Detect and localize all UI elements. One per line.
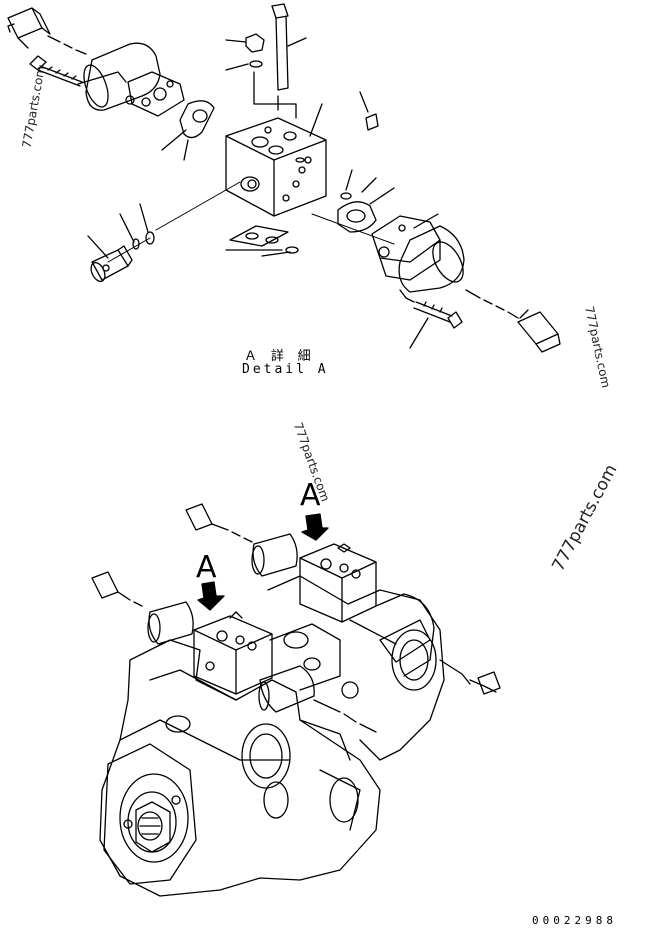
bolt-right [413,301,463,329]
shims-group [225,225,299,257]
axis-lines [107,181,395,263]
orings-middle [295,157,353,200]
connector-top-left [7,7,51,49]
view-callout-a-right: A [300,478,321,513]
detail-title-en: Detail A [242,362,329,377]
wire-right [465,289,519,319]
leader-manifold [309,103,323,137]
valve-block-lower [193,611,273,695]
wire-top-left [47,35,87,55]
valve-manifold-block [225,117,327,217]
solenoid-right [371,213,465,293]
leader-bolt-right [399,289,429,349]
gasket-plate-left [161,100,215,161]
plug-top [225,33,265,71]
solenoid-pump-top [251,533,298,577]
bolt-top [271,3,307,91]
view-callout-a-left: A [196,550,217,585]
solenoid-pump-mid [147,601,194,645]
pump-assembly-view [91,503,501,897]
arrow-left-view [197,581,225,611]
leader-bolt-left [77,71,127,85]
arrow-right-view [301,513,329,541]
leader-fittings [253,71,297,119]
bolt-left [29,55,83,87]
connector-upper-1 [185,503,253,543]
detail-a-exploded-view [7,3,561,353]
connector-right [517,309,561,353]
pump-body-front [99,623,381,897]
detail-title-jp: Ａ 詳 細 [244,349,314,364]
connector-lower-right [477,671,501,695]
connector-upper-2 [91,571,143,607]
pump-flange-shaft [103,743,197,885]
pump-body-rear [267,575,497,761]
figure-number: 00022988 [532,914,617,927]
small-plug-right [359,91,379,131]
orings-left [119,203,155,250]
solenoid-left [83,42,185,117]
gasket-plate-right [337,177,395,233]
check-valve-left [87,235,133,283]
